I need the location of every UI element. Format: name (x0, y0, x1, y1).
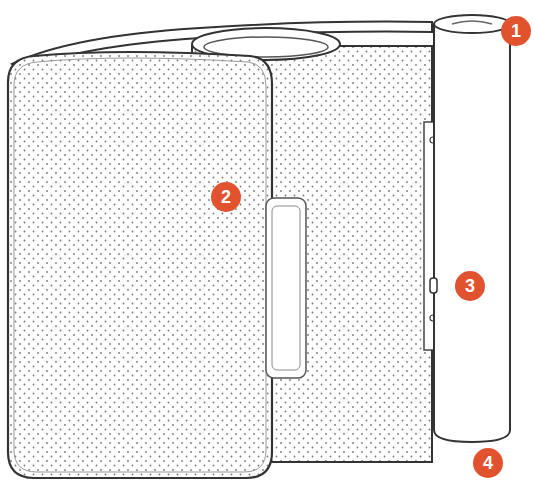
tube-top (434, 15, 510, 33)
callout-number: 2 (211, 182, 241, 212)
button (452, 21, 492, 24)
tube-body (434, 24, 510, 442)
usb-port (430, 278, 437, 293)
callout-number: 3 (455, 271, 485, 301)
cuff-window (266, 198, 306, 378)
front-flap (8, 52, 272, 478)
cuff-window-inner (272, 206, 300, 370)
flap-seam (14, 58, 266, 472)
callout-number: 1 (501, 16, 531, 46)
callout-number: 4 (473, 448, 503, 478)
